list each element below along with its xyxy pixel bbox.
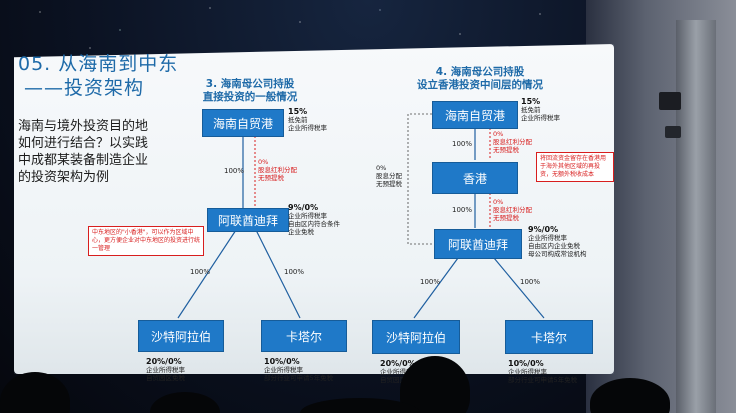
wall-column xyxy=(676,20,716,413)
diagram4-pct-left: 100% xyxy=(420,278,441,286)
wall-speaker xyxy=(659,92,681,110)
diagram4-hk-box: 香港 xyxy=(432,162,518,194)
diagram4-saudi-note: 20%/0% 企业所得税率 自贸园区免税 xyxy=(380,359,419,385)
diagram3-pct-top: 100% xyxy=(224,167,245,175)
diagram3-hainan-note: 15% 抵免前 企业所得税率 xyxy=(288,107,327,133)
diagram4-hk-callout: 将回流资金留存在香港用于海外其他区域的再投资，无额外税收成本 xyxy=(536,152,614,182)
diagram3-hainan-box: 海南自贸港 xyxy=(202,109,284,137)
diagram4-qatar-note: 10%/0% 企业所得税率 部分行业可申请5年免税 xyxy=(508,359,578,385)
diagram4-heading-line2: 设立香港投资中间层的情况 xyxy=(417,79,543,91)
diagram4-pct-right: 100% xyxy=(520,278,541,286)
diagram4-dubai-text: 企业所得税率 自由区内企业免税 母公司构成常设机构 xyxy=(528,234,587,258)
diagram3-hainan-rate: 15% xyxy=(288,107,308,116)
diagram3-heading-line1: 3. 海南母公司持股 xyxy=(205,78,295,90)
diagram4-hainan-text: 抵免前 企业所得税率 xyxy=(521,106,560,122)
diagram4-heading-line1: 4. 海南母公司持股 xyxy=(435,66,525,78)
diagram4-dubai-rate: 9%/0% xyxy=(528,225,559,234)
diagram3-pct-left: 100% xyxy=(190,268,211,276)
diagram4-dividend-mid: 0% 股息红利分配 无预提税 xyxy=(493,198,532,222)
diagram3-saudi-note: 20%/0% 企业所得税率 自贸园区免税 xyxy=(146,357,185,383)
diagram3-dubai-text: 企业所得税率 自由区内符合条件 企业免税 xyxy=(288,212,340,236)
diagram4-dubai-box: 阿联酋迪拜 xyxy=(434,229,522,259)
diagram4-pct-mid: 100% xyxy=(452,206,473,214)
diagram4-pct-top: 100% xyxy=(452,140,473,148)
diagram3-dividend-note: 0% 股息红利分配 无预提税 xyxy=(258,158,297,182)
diagram4-hainan-box: 海南自贸港 xyxy=(432,101,518,129)
diagram4-hainan-note: 15% 抵免前 企业所得税率 xyxy=(521,97,560,123)
audience-head xyxy=(400,356,470,413)
diagram4-left-note: 0% 股息分配 无预提税 xyxy=(376,164,402,188)
diagram3-dubai-rate: 9%/0% xyxy=(288,203,319,212)
diagram3-dubai-box: 阿联酋迪拜 xyxy=(207,208,289,232)
slide-title-line1: 05. 从海南到中东 xyxy=(18,53,179,75)
diagram3-hainan-text: 抵免前 企业所得税率 xyxy=(288,116,327,132)
diagram4-saudi-rate: 20%/0% xyxy=(380,359,416,368)
slide-title: 05. 从海南到中东 ——投资架构 xyxy=(18,52,178,100)
diagram4-dubai-note: 9%/0% 企业所得税率 自由区内企业免税 母公司构成常设机构 xyxy=(528,225,587,259)
diagram3-dubai-note: 9%/0% 企业所得税率 自由区内符合条件 企业免税 xyxy=(288,203,340,237)
diagram4-qatar-box: 卡塔尔 xyxy=(505,320,593,354)
slide-title-line2: ——投资架构 xyxy=(24,77,145,99)
diagram4-saudi-box: 沙特阿拉伯 xyxy=(372,320,460,354)
projection-screen xyxy=(14,44,614,374)
audience-head xyxy=(0,372,70,413)
diagram3-qatar-text: 企业所得税率 部分行业可申请5年免税 xyxy=(264,366,334,382)
diagram3-callout: 中东地区的"小香港"，可以作为区域中心，更方便企业对中东地区的投资进行统一管理 xyxy=(88,226,204,256)
audience-head xyxy=(150,392,220,413)
diagram4-dividend-top: 0% 股息红利分配 无预提税 xyxy=(493,130,532,154)
diagram3-heading: 3. 海南母公司持股 直接投资的一般情况 xyxy=(180,78,320,104)
diagram3-saudi-rate: 20%/0% xyxy=(146,357,182,366)
diagram3-saudi-box: 沙特阿拉伯 xyxy=(138,320,224,352)
diagram4-qatar-rate: 10%/0% xyxy=(508,359,544,368)
diagram3-saudi-text: 企业所得税率 自贸园区免税 xyxy=(146,366,185,382)
diagram3-pct-right: 100% xyxy=(284,268,305,276)
audience-head xyxy=(590,378,670,413)
audience-shoulders xyxy=(300,398,420,413)
diagram3-qatar-rate: 10%/0% xyxy=(264,357,300,366)
diagram4-qatar-text: 企业所得税率 部分行业可申请5年免税 xyxy=(508,368,578,384)
diagram3-qatar-note: 10%/0% 企业所得税率 部分行业可申请5年免税 xyxy=(264,357,334,383)
diagram4-heading: 4. 海南母公司持股 设立香港投资中间层的情况 xyxy=(405,66,555,92)
diagram4-hainan-rate: 15% xyxy=(521,97,541,106)
slide-subtitle: 海南与境外投资目的地如何进行结合？以实践中成都某装备制造企业的投资架构为例 xyxy=(18,119,149,185)
diagram3-qatar-box: 卡塔尔 xyxy=(261,320,347,352)
wall-device xyxy=(665,126,681,138)
diagram3-heading-line2: 直接投资的一般情况 xyxy=(202,91,298,103)
diagram4-saudi-text: 企业所得税率 自贸园区免税 xyxy=(380,368,419,384)
